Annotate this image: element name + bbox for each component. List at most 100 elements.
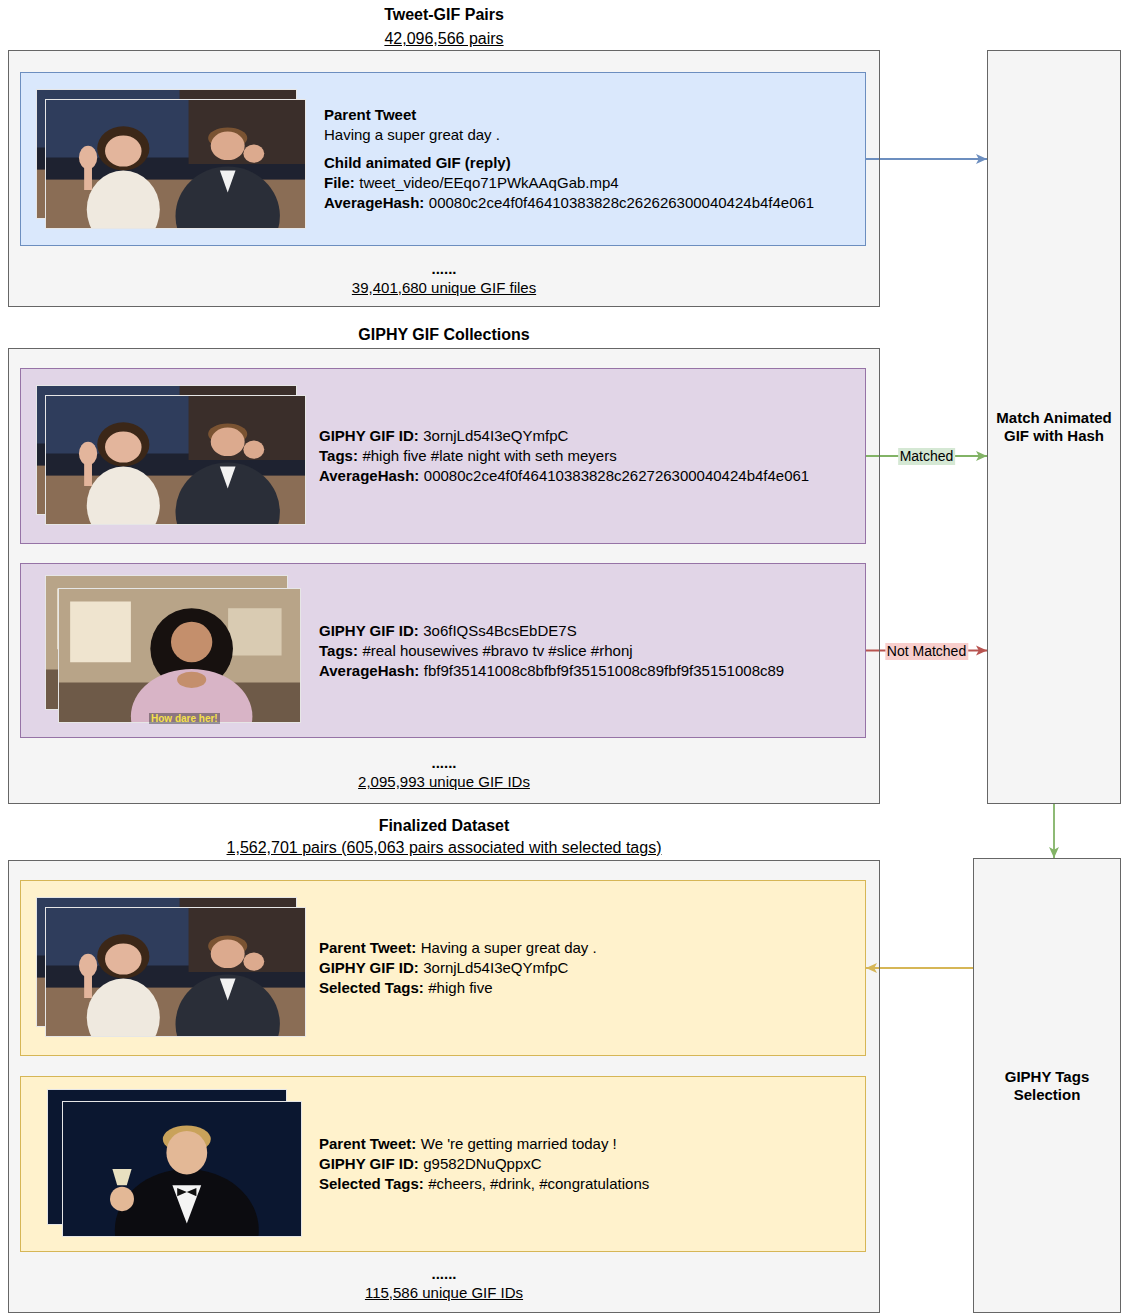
gif-frame-border [46, 100, 306, 229]
card-row: Child animated GIF (reply) [324, 153, 814, 173]
gif-shape [177, 1188, 196, 1196]
card-text: Parent Tweet:Having a super great day .G… [319, 881, 597, 1055]
flow-arrow [866, 967, 973, 969]
gif-shape [97, 422, 149, 466]
gif-caption: How dare her! [149, 713, 220, 724]
field-label: Parent Tweet [324, 106, 416, 123]
gif-frame [45, 907, 306, 1037]
giphy-panel: GIPHY GIF ID:3ornjLd54I3eQYmfpCTags:#hig… [8, 348, 880, 804]
field-value: 3ornjLd54I3eQYmfpC [423, 427, 568, 444]
gif-shape [110, 1187, 134, 1211]
gif-shape [105, 943, 142, 974]
step-label: Match Animated GIF with Hash [993, 409, 1115, 445]
field-value: #high five [428, 979, 492, 996]
gif-shape [87, 171, 160, 230]
field-value: fbf9f35141008c8bfbf9f35151008c89fbf9f351… [424, 662, 784, 679]
gif-shape [79, 442, 97, 465]
field-value: 3o6fIQSs4BcsEbDE7S [423, 622, 576, 639]
gif-shape [211, 132, 245, 161]
card-text: GIPHY GIF ID:3o6fIQSs4BcsEbDE7STags:#rea… [319, 564, 784, 737]
field-value: 00080c2ce4f0f46410383828c262726300040424… [424, 467, 809, 484]
gif-shape [176, 463, 280, 525]
field-value: Having a super great day . [324, 126, 500, 143]
gif-shape [172, 1185, 201, 1223]
gif-shape [97, 934, 149, 978]
card-row: AverageHash:fbf9f35141008c8bfbf9f3515100… [319, 661, 784, 681]
gif-shape [105, 431, 142, 462]
gif-frame-border [63, 1102, 302, 1237]
step-text: Match Animated GIF with Hash [988, 51, 1120, 803]
card-row: Having a super great day . [324, 125, 814, 145]
gif-frame [45, 99, 306, 229]
card-row: AverageHash: 00080c2ce4f0f46410383828c262… [319, 466, 809, 486]
panel-heading: Tweet-GIF Pairs42,096,566 pairs [9, 3, 879, 51]
step-text: GIPHY Tags Selection [974, 859, 1120, 1312]
ellipsis-mark: ...... [9, 1264, 879, 1283]
field-label: AverageHash: [324, 194, 424, 211]
flow-arrow [1053, 804, 1055, 858]
pair-count: 1,562,701 pairs (605,063 pairs associate… [9, 837, 879, 859]
gif-shape [189, 99, 306, 164]
card-row: Parent Tweet [324, 105, 814, 125]
card-row: Selected Tags:#cheers, #drink, #congratu… [319, 1174, 649, 1194]
field-label: Child animated GIF (reply) [324, 154, 511, 171]
field-value: tweet_video/EEqo71PWkAAqGab.mp4 [359, 174, 618, 191]
card-row: File:tweet_video/EEqo71PWkAAqGab.mp4 [324, 173, 814, 193]
giphy-gif-card: GIPHY GIF ID:3ornjLd54I3eQYmfpCTags:#hig… [20, 368, 866, 544]
gif-shape [105, 135, 142, 166]
gif-shape [79, 954, 97, 977]
gif-shape [220, 171, 236, 193]
gif-shape [115, 1169, 259, 1237]
field-label: GIPHY GIF ID: [319, 427, 419, 444]
card-text: Parent TweetHaving a super great day . Ch… [324, 73, 814, 245]
gif-frame-border [59, 589, 301, 723]
card-row: GIPHY GIF ID:3ornjLd54I3eQYmfpC [319, 426, 809, 446]
card-row: GIPHY GIF ID:3o6fIQSs4BcsEbDE7S [319, 621, 784, 641]
edge-label: Matched [898, 448, 956, 465]
field-value: We 're getting married today ! [421, 1135, 617, 1152]
gif-shape [171, 622, 212, 663]
card-text: GIPHY GIF ID:3ornjLd54I3eQYmfpCTags:#hig… [319, 369, 809, 543]
gif-shape [177, 672, 206, 688]
field-value: #real housewives #bravo tv #slice #rhonj [362, 642, 632, 659]
gif-shape [79, 146, 97, 169]
field-label: Tags: [319, 447, 358, 464]
field-label: Tags: [319, 642, 358, 659]
gif-caption-holder: How dare her! [149, 708, 220, 726]
field-value: 00080c2ce4f0f46410383828c262626300040424… [429, 194, 814, 211]
pair-count: 42,096,566 pairs [9, 27, 879, 51]
gif-shape [112, 1169, 131, 1185]
source-panel: Parent TweetHaving a super great day . Ch… [8, 50, 880, 307]
card-row [324, 145, 814, 153]
gif-shape [70, 602, 131, 663]
flow-arrow [866, 158, 987, 160]
unique-count: 39,401,680 unique GIF files [9, 278, 879, 297]
gif-shape [243, 953, 264, 971]
panel-footer: ......2,095,993 unique GIF IDs [9, 753, 879, 791]
gif-frame-border [46, 908, 306, 1037]
gif-shape [176, 975, 280, 1037]
panel-footer: ......115,586 unique GIF IDs [9, 1264, 879, 1302]
card-text: Parent Tweet: We 're getting married toda… [319, 1077, 649, 1251]
panel-title: Finalized Dataset [9, 815, 879, 837]
panel-title: Tweet-GIF Pairs [9, 3, 879, 27]
card-row: Selected Tags:#high five [319, 978, 597, 998]
gif-shape [220, 467, 236, 489]
gif-shape [220, 979, 236, 1001]
panel-title: GIPHY GIF Collections [9, 323, 879, 347]
final-pair-card: Parent Tweet: We 're getting married toda… [20, 1076, 866, 1252]
field-value: #high five #late night with seth meyers [362, 447, 616, 464]
panel-heading: Finalized Dataset1,562,701 pairs (605,06… [9, 815, 879, 859]
panel-fill [8, 860, 880, 1313]
gif-shape [176, 167, 280, 229]
panel-fill [8, 348, 880, 804]
field-label: AverageHash: [319, 467, 419, 484]
card-row: GIPHY GIF ID:g9582DNuQppxC [319, 1154, 649, 1174]
gif-shape [131, 669, 253, 723]
field-label: Parent Tweet: [319, 1135, 416, 1152]
ellipsis-mark: ...... [9, 753, 879, 772]
field-label: Parent Tweet: [319, 939, 416, 956]
field-label: Selected Tags: [319, 1175, 424, 1192]
card-row: AverageHash: 00080c2ce4f0f46410383828c262… [324, 193, 814, 213]
